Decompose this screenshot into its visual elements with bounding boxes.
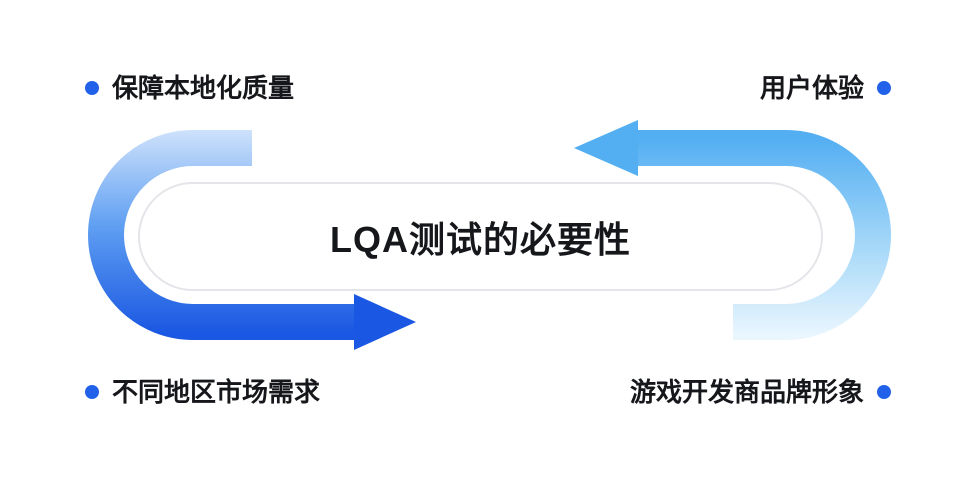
left-cycle-arrow [88,130,354,340]
center-pill: LQA测试的必要性 [138,182,823,291]
bullet-dot-icon [877,81,891,95]
item-label: 游戏开发商品牌形象 [629,377,864,407]
diagram-title: LQA测试的必要性 [330,218,631,260]
label-bottom-right: 游戏开发商品牌形象 [630,378,891,406]
bullet-dot-icon [85,385,99,399]
label-top-right: 用户体验 [760,74,891,102]
item-label: 用户体验 [759,73,864,103]
label-bottom-left: 不同地区市场需求 [85,378,320,406]
label-top-left: 保障本地化质量 [85,74,294,102]
right-cycle-arrow [638,130,891,340]
bullet-dot-icon [85,81,99,95]
left-arrowhead-icon [354,294,416,350]
item-label: 不同地区市场需求 [112,377,321,407]
right-arrowhead-icon [574,120,638,176]
item-label: 保障本地化质量 [112,73,295,103]
bullet-dot-icon [877,385,891,399]
